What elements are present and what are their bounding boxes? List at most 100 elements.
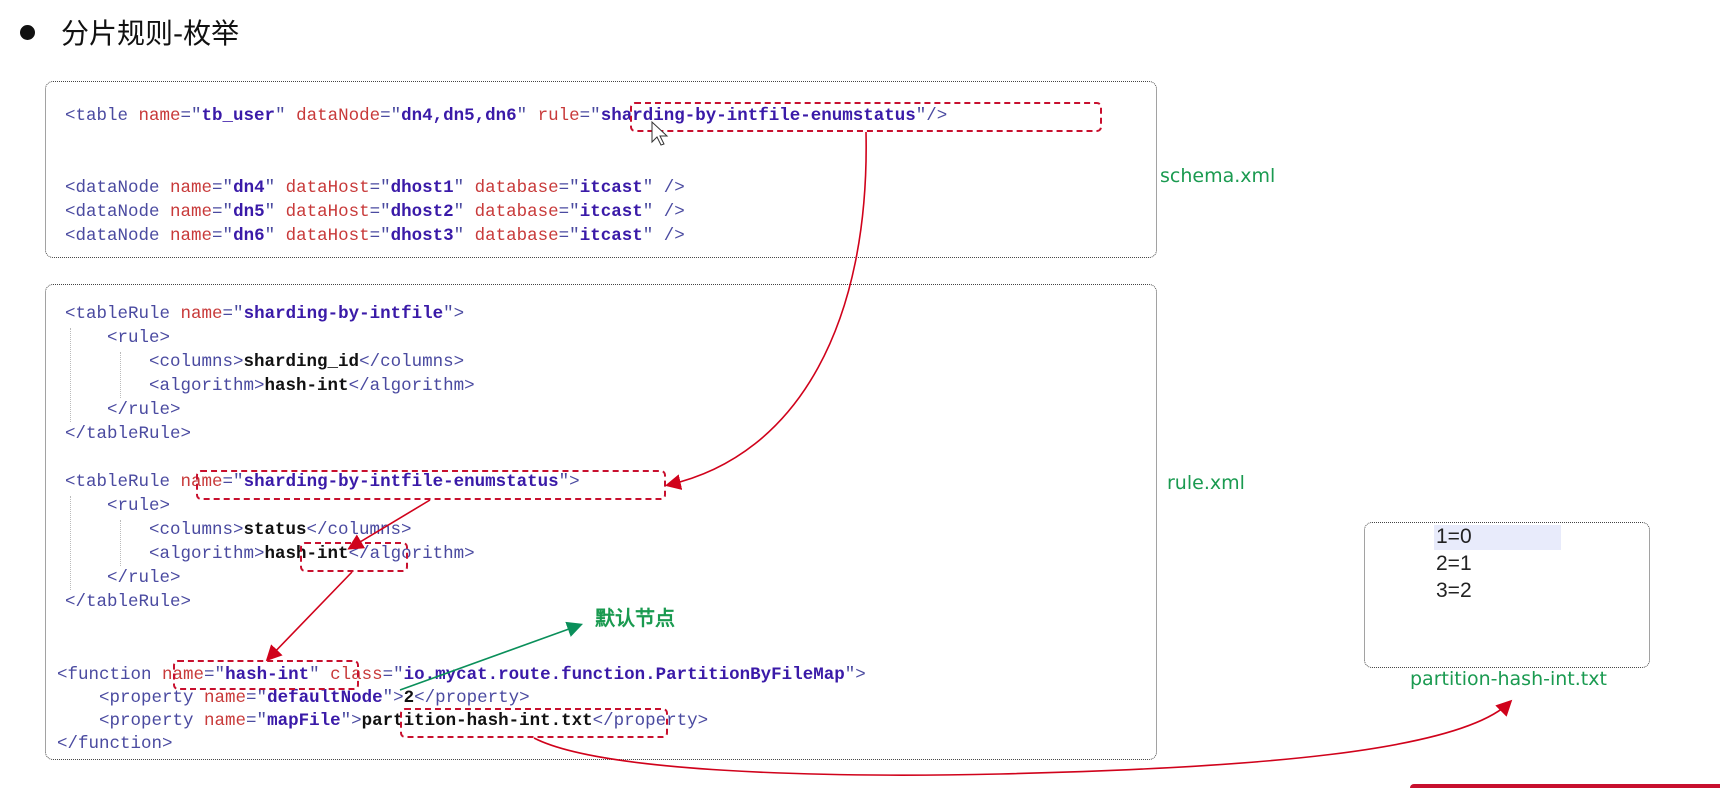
bullet-icon [20, 24, 35, 40]
code-line: <rule> [65, 494, 580, 518]
code-token: name [204, 711, 247, 731]
code-token: itcast [579, 226, 643, 246]
code-token: <rule> [65, 496, 171, 516]
code-line: <table name="tb_user" dataNode="dn4,dn5,… [65, 104, 947, 128]
code-token: dataNode [296, 106, 381, 126]
code-token: </property> [414, 688, 530, 708]
code-token: =" [246, 711, 268, 731]
code-line: <property name="defaultNode">2</property… [57, 687, 866, 710]
code-token: dhost1 [390, 178, 454, 198]
indent-guide [70, 496, 71, 590]
rule-file-label: rule.xml [1167, 472, 1245, 494]
code-token: <tableRule [65, 304, 181, 324]
code-token: name [204, 688, 247, 708]
arrow-default-node [399, 621, 584, 691]
code-token: "> [558, 472, 580, 492]
code-token: "> [382, 688, 404, 708]
cursor-icon [651, 120, 669, 146]
code-token: itcast [579, 178, 643, 198]
code-token: <algorithm> [65, 544, 265, 564]
code-token: </rule> [65, 400, 181, 420]
map-line-3: 3=2 [1436, 579, 1472, 602]
code-token: partition-hash-int.txt [361, 711, 593, 731]
schema-code: <table name="tb_user" dataNode="dn4,dn5,… [65, 104, 947, 248]
arrow-mapfile-to-file [533, 699, 1513, 776]
code-token: <dataNode [65, 202, 171, 222]
code-token: <tableRule [65, 472, 181, 492]
code-token: " [453, 226, 475, 246]
code-line: <algorithm>hash-int</algorithm> [65, 374, 580, 398]
code-token: name [180, 304, 223, 324]
code-token: =" [180, 106, 202, 126]
function-code: <function name="hash-int" class="io.myca… [57, 664, 866, 756]
code-token: " [264, 178, 286, 198]
code-token: <rule> [65, 328, 171, 348]
code-token: hash-int [264, 376, 349, 396]
code-line: </tableRule> [65, 590, 580, 614]
code-line: </function> [57, 733, 866, 756]
code-token: " [264, 202, 286, 222]
code-token: sharding-by-intfile [243, 304, 444, 324]
indent-guide [120, 352, 121, 398]
code-token: io.mycat.route.function.PartitionByFileM… [403, 665, 845, 685]
map-line-highlight [1434, 525, 1561, 550]
code-line: <function name="hash-int" class="io.myca… [57, 664, 866, 687]
highlight-mapfile [400, 708, 668, 738]
corner-accent [1410, 784, 1720, 788]
code-token: dn6 [233, 226, 265, 246]
schema-code-box [45, 81, 1157, 258]
rule-code: <tableRule name="sharding-by-intfile"> <… [65, 302, 580, 614]
code-token: =" [380, 106, 402, 126]
code-token: </algorithm> [348, 376, 475, 396]
code-token: =" [579, 106, 601, 126]
code-token: dhost2 [390, 202, 454, 222]
code-line: <tableRule name="sharding-by-intfile"> [65, 302, 580, 326]
code-token: =" [212, 178, 234, 198]
code-token: =" [204, 665, 226, 685]
code-token: " [516, 106, 538, 126]
highlight-rule-attr [630, 102, 1102, 132]
indent-guide [70, 328, 71, 422]
code-line: <columns>sharding_id</columns> [65, 350, 580, 374]
slide-title: 分片规则-枚举 [61, 17, 240, 50]
code-token: hash-int [264, 544, 349, 564]
code-token: <dataNode [65, 178, 171, 198]
arrow-algorithm-to-function [265, 571, 353, 662]
code-token: class [330, 665, 383, 685]
code-token: tb_user [201, 106, 276, 126]
code-token: " /> [642, 226, 685, 246]
code-token: </function> [57, 734, 173, 754]
code-token: " [309, 665, 331, 685]
code-token: "/> [915, 106, 948, 126]
code-token: =" [369, 226, 391, 246]
code-token: name [170, 226, 213, 246]
code-token: name [170, 202, 213, 222]
code-token: <property [57, 688, 205, 708]
code-token: =" [558, 178, 580, 198]
code-token: " /> [642, 178, 685, 198]
code-token: "> [340, 711, 362, 731]
code-token: " [453, 178, 475, 198]
arrow-rule-to-tablerule [664, 131, 867, 490]
code-token: dataHost [285, 202, 370, 222]
code-token: mapFile [267, 711, 341, 731]
code-token: =" [212, 226, 234, 246]
code-token: =" [222, 472, 244, 492]
code-token: sharding-by-intfile-enumstatus [600, 106, 916, 126]
code-token: <columns> [65, 520, 244, 540]
code-line: <columns>status</columns> [65, 518, 580, 542]
code-token: =" [558, 202, 580, 222]
code-line: <property name="mapFile">partition-hash-… [57, 710, 866, 733]
schema-file-label: schema.xml [1160, 165, 1276, 187]
code-token: </property> [592, 711, 709, 731]
code-line: <dataNode name="dn6" dataHost="dhost3" d… [65, 224, 947, 248]
code-line: </tableRule> [65, 422, 580, 446]
code-line: <algorithm>hash-int</algorithm> [65, 542, 580, 566]
code-token: dn4,dn5,dn6 [401, 106, 517, 126]
code-token: database [474, 226, 559, 246]
code-token: <dataNode [65, 226, 171, 246]
code-token: =" [558, 226, 580, 246]
code-line: <dataNode name="dn5" dataHost="dhost2" d… [65, 200, 947, 224]
code-token: </algorithm> [348, 544, 475, 564]
